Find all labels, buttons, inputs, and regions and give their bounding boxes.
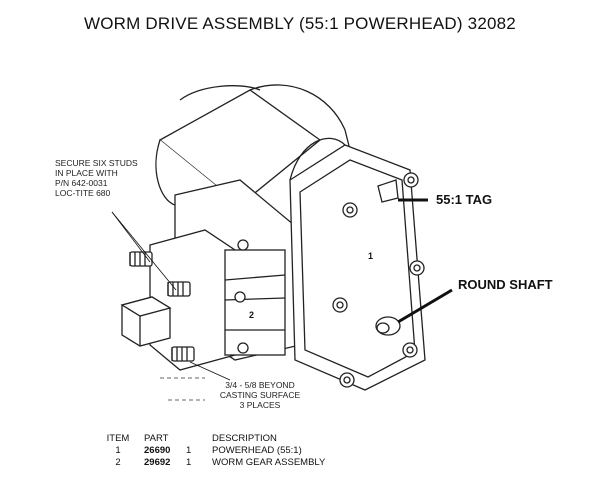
- bom-header-item: ITEM: [106, 433, 130, 444]
- worm-gear-housing: [149, 179, 301, 371]
- tag-plate: [377, 179, 399, 203]
- studs-note-line: IN PLACE WITH: [55, 168, 118, 178]
- bom-part: 26690: [144, 445, 171, 456]
- item-marker-1: 1: [368, 251, 374, 261]
- square-shaft: [120, 296, 172, 347]
- studs-note-line: LOC-TITE 680: [55, 188, 111, 198]
- cover-bolts: [234, 172, 425, 388]
- tag-callout: 55:1 TAG: [436, 192, 493, 207]
- studs-note-line: SECURE SIX STUDS: [55, 158, 138, 168]
- casting-note: 3/4 - 5/8 BEYOND CASTING SURFACE 3 PLACE…: [205, 380, 315, 410]
- drawing-title: WORM DRIVE ASSEMBLY (55:1 POWERHEAD) 320…: [84, 14, 516, 33]
- shaft-callout: ROUND SHAFT: [458, 277, 553, 292]
- bom-part: 29692: [144, 457, 171, 468]
- round-shaft: [375, 316, 401, 336]
- studs: [129, 251, 195, 362]
- item-marker-2: 2: [249, 310, 255, 320]
- bom-qty: 1: [186, 457, 192, 468]
- bom-qty: 1: [186, 445, 192, 456]
- bom-item: 1: [115, 445, 121, 456]
- casting-note-line: CASTING SURFACE: [219, 390, 301, 400]
- studs-note: SECURE SIX STUDS IN PLACE WITH P/N 642-0…: [55, 158, 155, 198]
- studs-note-line: P/N 642-0031: [55, 178, 108, 188]
- casting-note-line: 3 PLACES: [239, 400, 281, 410]
- casting-note-line: 3/4 - 5/8 BEYOND: [225, 380, 295, 390]
- bom-header-part: PART: [144, 433, 169, 444]
- bom-description: WORM GEAR ASSEMBLY: [212, 457, 326, 468]
- bom-description: POWERHEAD (55:1): [212, 445, 302, 456]
- bom-header-description: DESCRIPTION: [212, 433, 277, 444]
- bom-item: 2: [115, 457, 121, 468]
- shaft-leader: [397, 288, 453, 324]
